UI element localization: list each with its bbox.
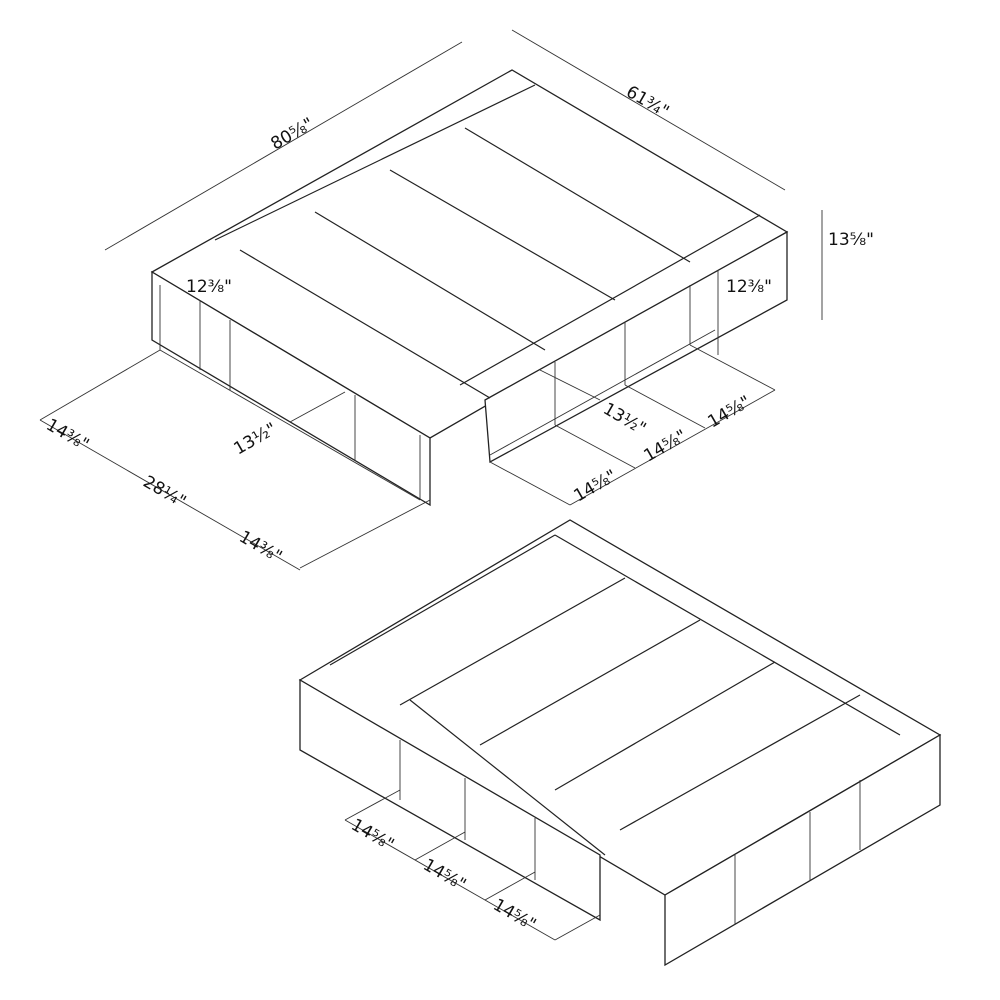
headboard-edge	[214, 84, 536, 241]
side-board-edge	[554, 534, 901, 736]
dimension-line	[511, 29, 786, 191]
extension-line	[344, 789, 401, 821]
slat-line	[399, 577, 626, 706]
dimension-line	[39, 419, 301, 571]
dimension-line	[289, 391, 346, 423]
label-left-depth: 13½"	[231, 419, 281, 459]
extension-line	[554, 424, 636, 469]
extension-line	[39, 349, 161, 421]
extension-line	[624, 384, 706, 429]
extension-line	[554, 914, 601, 941]
top-bed-right-side	[484, 230, 788, 464]
slat-line	[479, 619, 701, 746]
label-bottom-compartment-2: 14⅝"	[420, 855, 470, 895]
headboard-edge	[329, 534, 556, 666]
label-right-compartment-2: 14⅝"	[641, 426, 691, 466]
slat-line	[464, 127, 691, 263]
label-overall-height: 13⅝"	[828, 230, 874, 250]
label-left-compartment-2: 28¼"	[140, 472, 190, 512]
label-left-inner-height: 12⅜"	[186, 277, 232, 297]
extension-line	[484, 871, 536, 901]
label-right-compartment-1: 14⅝"	[705, 392, 755, 432]
label-right-depth: 13½"	[600, 399, 650, 439]
footboard-edge	[459, 214, 761, 386]
side-board-edge	[409, 699, 606, 856]
dimension-line	[539, 369, 601, 401]
label-right-inner-height: 12⅜"	[726, 277, 772, 297]
dimension-line	[569, 389, 776, 506]
label-bottom-compartment-1: 14⅝"	[348, 815, 398, 855]
label-bottom-compartment-3: 14⅝"	[490, 895, 540, 935]
slat-line	[314, 211, 546, 351]
top-bed-drawing	[39, 29, 823, 571]
bottom-bed-left-side	[299, 678, 601, 922]
extension-line	[489, 461, 571, 506]
label-overall-length: 80⅝"	[268, 114, 318, 154]
slat-line	[554, 661, 776, 791]
label-right-compartment-3: 14⅝"	[571, 466, 621, 506]
dimension-line	[344, 819, 556, 941]
bottom-bed-drawing	[298, 519, 942, 967]
label-left-compartment-3: 14⅜"	[236, 527, 286, 567]
extension-line	[689, 344, 776, 391]
side-board-edge	[239, 249, 491, 399]
bottom-edge	[489, 329, 716, 456]
extension-line	[299, 499, 431, 569]
slat-line	[389, 169, 616, 301]
label-overall-width: 61¾"	[623, 82, 673, 122]
slat-line	[619, 694, 861, 831]
label-left-compartment-1: 14⅜"	[43, 415, 93, 455]
bottom-edge	[159, 349, 421, 501]
bottom-bed-right-side	[664, 733, 941, 967]
dimension-line	[104, 41, 463, 251]
top-bed-left-side	[151, 270, 431, 507]
extension-line	[414, 831, 466, 861]
